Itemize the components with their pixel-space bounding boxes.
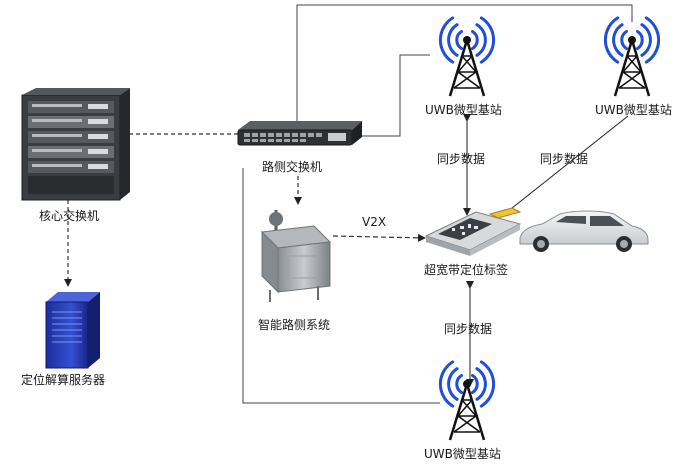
connection-lines	[242, 4, 633, 404]
uwb-antenna-icon-3	[438, 360, 496, 441]
label-roadside-system: 智能路侧系统	[258, 318, 331, 332]
uwb-antenna-icon-2	[603, 16, 661, 97]
label-uwb-tag: 超宽带定位标签	[424, 263, 509, 277]
sync-arrow-station-2	[500, 115, 629, 218]
line-bottom-to-station-3	[242, 168, 440, 404]
line-top-to-station-2	[296, 4, 633, 127]
label-v2x: V2X	[362, 215, 387, 229]
roadside-switch-icon	[237, 121, 362, 146]
label-uwb-station-3: UWB微型基站	[424, 447, 501, 461]
label-sync-2: 同步数据	[540, 152, 589, 166]
label-roadside-switch: 路侧交换机	[262, 160, 323, 174]
car-icon	[519, 210, 649, 252]
server-icon	[45, 292, 100, 369]
label-uwb-station-2: UWB微型基站	[595, 103, 672, 117]
core-switch-icon	[21, 88, 130, 201]
label-sync-3: 同步数据	[444, 322, 493, 336]
label-sync-1: 同步数据	[437, 152, 486, 166]
label-server: 定位解算服务器	[21, 373, 106, 387]
uwb-tag-icon	[424, 207, 522, 256]
label-core-switch: 核心交换机	[39, 209, 100, 223]
label-uwb-station-1: UWB微型基站	[425, 103, 502, 117]
uwb-antenna-icon-1	[438, 16, 496, 97]
roadside-system-icon	[260, 210, 332, 302]
line-switch-to-station-1	[350, 54, 430, 137]
dashed-v2x-arrow	[332, 233, 426, 242]
